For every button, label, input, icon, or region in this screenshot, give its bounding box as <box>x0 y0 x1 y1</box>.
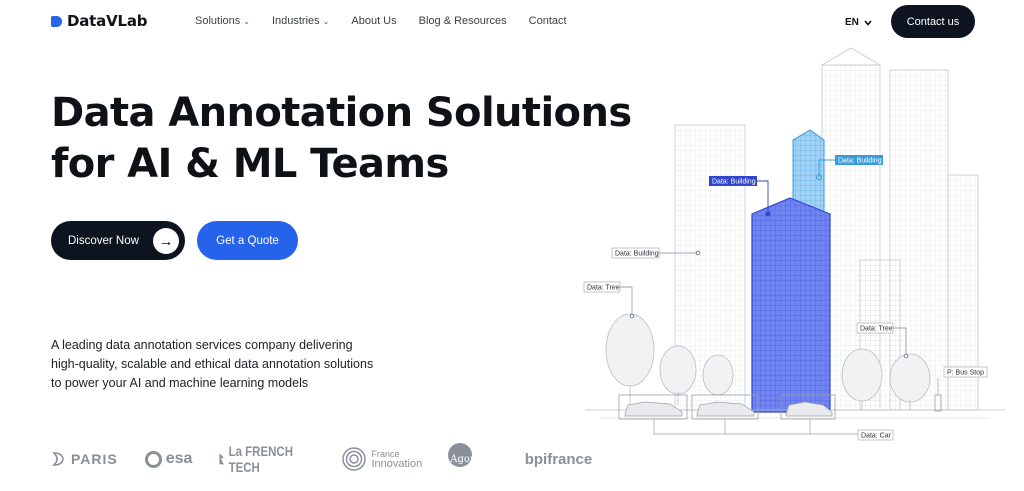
tag-building-highlight-text: Data: Building <box>712 179 756 186</box>
tag-building-highlight: Data: Building <box>709 176 757 186</box>
tag-building-grey-text: Data: Building <box>615 251 659 258</box>
agoranov-emblem-icon <box>448 442 473 467</box>
language-label: EN <box>845 17 859 28</box>
brand-name: DataVLab <box>67 12 148 30</box>
annotated-city-illustration: Data: Building Data: Building Data: Buil… <box>583 47 1005 441</box>
arrow-right-icon: → <box>153 228 179 254</box>
paris-logo-text: PARIS <box>71 451 118 467</box>
tag-car: Data: Car <box>857 429 894 441</box>
partner-logos: PARIS esa La FRENCH TECH France Innovati… <box>51 442 593 475</box>
discover-now-button[interactable]: Discover Now → <box>51 221 185 260</box>
annotation-tags: Data: Building Data: Building Data: Buil… <box>583 155 988 441</box>
tag-car-text: Data: Car <box>861 433 892 440</box>
paris-logo: PARIS <box>51 451 118 467</box>
chevron-down-icon <box>864 19 872 26</box>
tag-building-light-text: Data: Building <box>838 158 882 165</box>
nav-item-contact[interactable]: Contact <box>529 15 567 27</box>
nav-item-blog[interactable]: Blog & Resources <box>419 15 507 27</box>
hero-title-line-1: Data Annotation Solutions <box>51 90 632 136</box>
tag-tree-left: Data: Tree <box>583 281 621 293</box>
nav-item-label: About Us <box>351 15 397 27</box>
nav-item-about[interactable]: About Us <box>351 15 396 27</box>
main-menu: Solutions ⌄ Industries ⌄ About Us Blog &… <box>195 15 567 27</box>
esa-logo: esa <box>144 450 193 468</box>
highlighted-buildings <box>751 129 831 413</box>
hero-title-line-2: for AI & ML Teams <box>51 141 449 187</box>
language-selector[interactable]: EN <box>845 17 872 28</box>
france-innovation-line-2: Innovation <box>371 458 423 470</box>
agoranov-logo: Agoranov <box>448 442 499 467</box>
brand-logo[interactable]: DataVLab <box>51 12 147 30</box>
esa-emblem-icon <box>144 450 162 468</box>
bpifrance-logo-text: bpifrance <box>524 450 593 468</box>
chevron-down-icon: ⌄ <box>322 16 330 26</box>
bpifrance-logo: bpifrance <box>525 451 593 468</box>
hero-title: Data Annotation Solutions for AI & ML Te… <box>51 88 671 190</box>
nav-item-label: Solutions <box>195 15 241 27</box>
tag-tree-right: Data: Tree <box>856 322 894 334</box>
contact-us-button[interactable]: Contact us <box>891 5 975 38</box>
get-a-quote-button[interactable]: Get a Quote <box>197 221 298 260</box>
tag-bus-stop: P: Bus Stop <box>943 366 988 378</box>
tag-bus-stop-text: P: Bus Stop <box>947 370 984 377</box>
logo-mark-icon <box>51 15 62 27</box>
nav-item-label: Industries <box>271 15 320 27</box>
tag-building-light: Data: Building <box>835 155 883 165</box>
nav-item-label: Contact <box>528 15 567 27</box>
hero-description: A leading data annotation services compa… <box>51 338 374 390</box>
tag-building-grey: Data: Building <box>611 247 660 259</box>
nav-item-solutions[interactable]: Solutions ⌄ <box>195 15 250 27</box>
paris-emblem-icon <box>52 452 64 466</box>
tag-tree-right-text: Data: Tree <box>860 326 893 333</box>
france-innovation-line-1: France <box>371 449 400 459</box>
bus-stop <box>934 378 942 412</box>
discover-now-label: Discover Now <box>68 234 139 247</box>
trees <box>605 313 931 410</box>
hero-buttons: Discover Now → Get a Quote <box>51 221 298 260</box>
spiral-icon <box>342 447 367 471</box>
nav-item-label: Blog & Resources <box>418 15 507 27</box>
france-innovation-text: France Innovation <box>371 449 423 470</box>
france-innovation-logo: France Innovation <box>341 446 422 472</box>
la-french-tech-text: La FRENCH TECH <box>229 443 294 475</box>
cars <box>618 394 858 435</box>
la-french-tech-logo: La FRENCH TECH <box>218 443 316 475</box>
nav-item-industries[interactable]: Industries ⌄ <box>272 15 329 27</box>
top-navigation: DataVLab Solutions ⌄ Industries ⌄ About … <box>0 0 1024 44</box>
tag-tree-left-text: Data: Tree <box>587 285 620 292</box>
agoranov-logo-text: Agoranov <box>450 453 499 465</box>
rooster-icon <box>219 453 225 465</box>
chevron-down-icon: ⌄ <box>243 16 250 26</box>
esa-logo-text: esa <box>165 450 193 467</box>
